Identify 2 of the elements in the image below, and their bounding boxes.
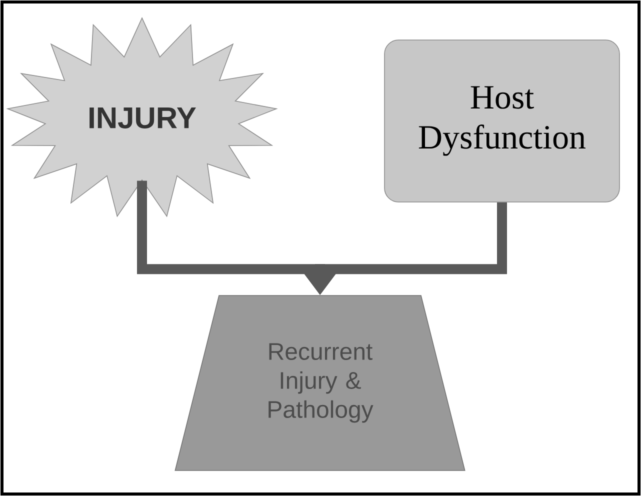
rounded-box: Host Dysfunction <box>384 40 620 202</box>
trapezoid-box: Recurrent Injury & Pathology <box>174 295 466 471</box>
